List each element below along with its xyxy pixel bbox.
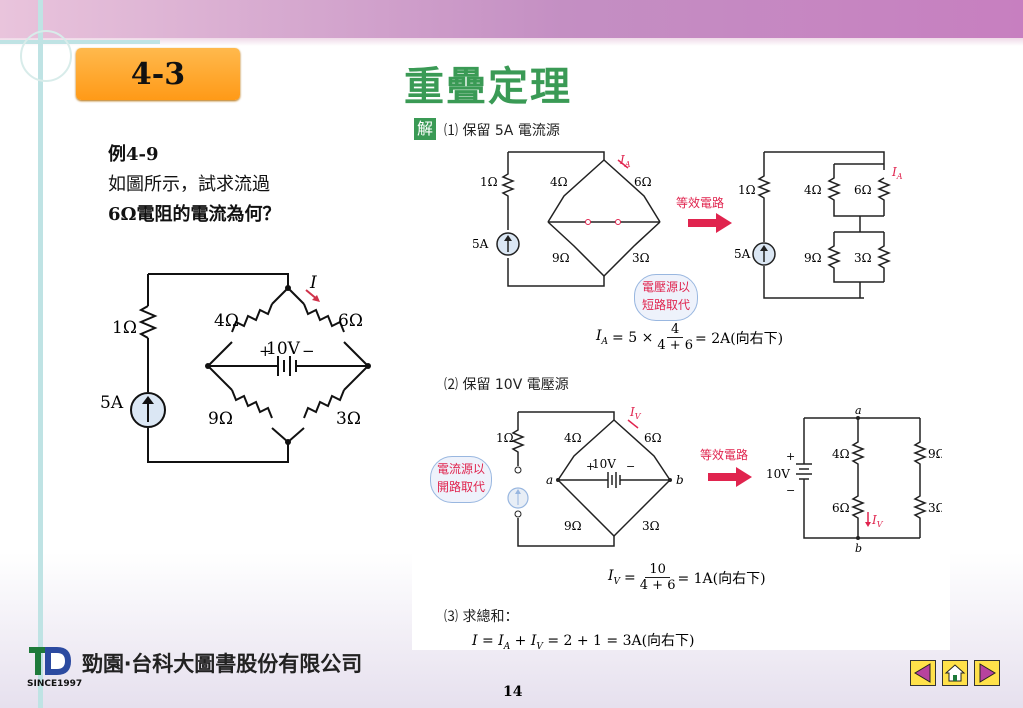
label-minus: −: [302, 342, 315, 360]
step1-equiv-circuit: 1Ω 4Ω 6Ω 9Ω 3Ω 5A IA: [734, 151, 903, 299]
equiv-arrow-1: [688, 213, 732, 233]
s1-label-6ohm: 6Ω: [634, 175, 652, 189]
s2-label-minus: −: [626, 460, 635, 473]
s2e-label-b: b: [855, 542, 862, 555]
equiv-label-1: 等效電路: [676, 196, 725, 210]
solution-badge: 解: [414, 118, 436, 140]
s2-label-b: b: [676, 473, 684, 487]
step2-circuit: 1Ω 4Ω 6Ω 9Ω 3Ω 10V + − a b IV: [496, 406, 684, 547]
home-icon: [944, 664, 966, 682]
equation-2: IV = 10 4 + 6 = 1A(向右下): [608, 562, 766, 593]
s2e-label-3ohm: 3Ω: [928, 501, 942, 515]
s1-label-3ohm: 3Ω: [632, 251, 650, 265]
s1e-label-4ohm: 4Ω: [804, 183, 822, 197]
s1e-label-ia: IA: [891, 165, 903, 181]
s1-label-4ohm: 4Ω: [550, 175, 568, 189]
main-circuit: 1Ω 4Ω 6Ω 9Ω 3Ω 5A 10V + − I: [100, 273, 371, 463]
s1e-label-6ohm: 6Ω: [854, 183, 872, 197]
label-10v: 10V: [266, 339, 301, 359]
step2-equiv-circuit: a b 4Ω 6Ω 9Ω 3Ω 10V + − IV: [766, 406, 942, 555]
equiv-arrow-2: [708, 467, 752, 487]
label-3ohm: 3Ω: [336, 409, 361, 429]
s1-label-5a: 5A: [472, 237, 489, 251]
label-1ohm: 1Ω: [112, 318, 137, 338]
decor-horizontal-line: [0, 40, 160, 44]
step1-circuit: 1Ω 4Ω 6Ω 9Ω 3Ω 5A IA: [472, 151, 661, 287]
s2e-label-iv: IV: [871, 513, 884, 529]
page-number: 14: [503, 684, 523, 700]
s2-label-4ohm: 4Ω: [564, 431, 582, 445]
s2-label-plus: +: [586, 460, 595, 473]
label-plus: +: [259, 342, 272, 360]
s2-label-6ohm: 6Ω: [644, 431, 662, 445]
publisher-name: 勁園‧台科大圖書股份有限公司: [82, 652, 363, 676]
home-button[interactable]: [942, 660, 968, 686]
label-5a: 5A: [100, 393, 124, 413]
s2e-label-4ohm: 4Ω: [832, 447, 850, 461]
decor-ring: [20, 30, 72, 82]
section-number: 4-3: [130, 56, 186, 92]
solution-panel: 解 ⑴ 保留 5A 電流源 1Ω 4Ω 6Ω 9Ω 3Ω 5A IA 電壓源以 …: [412, 116, 950, 652]
section-badge: 4-3: [76, 48, 240, 100]
triangle-right-icon: [979, 663, 996, 683]
publisher-logo: [29, 647, 71, 675]
s1-label-1ohm: 1Ω: [480, 175, 498, 189]
triangle-left-icon: [914, 663, 931, 683]
problem-line-1: 如圖所示，試求流過: [108, 174, 270, 195]
s2-label-10v: 10V: [592, 457, 616, 471]
s2e-label-6ohm: 6Ω: [832, 501, 850, 515]
header-band: [0, 0, 1023, 38]
s2-label-3ohm: 3Ω: [642, 519, 660, 533]
s2e-label-minus: −: [786, 484, 795, 497]
s1e-label-3ohm: 3Ω: [854, 251, 872, 265]
label-6ohm: 6Ω: [338, 311, 363, 331]
label-current-i: I: [309, 273, 317, 293]
cloud-step2: 電流源以 開路取代: [430, 456, 492, 503]
s2e-label-plus: +: [786, 450, 795, 463]
s2-label-iv: IV: [629, 406, 642, 421]
s2-label-a: a: [546, 473, 553, 487]
header-fade: [0, 38, 1023, 46]
s1e-label-5a: 5A: [734, 247, 751, 261]
page-title: 重疊定理: [404, 64, 572, 110]
next-button[interactable]: [974, 660, 1000, 686]
equation-1: IA = 5 × 4 4 + 6 = 2A(向右下): [596, 322, 784, 353]
since-year: SINCE1997: [27, 679, 83, 689]
label-4ohm: 4Ω: [214, 311, 239, 331]
prev-button[interactable]: [910, 660, 936, 686]
s1e-label-1ohm: 1Ω: [738, 183, 756, 197]
s2-label-9ohm: 9Ω: [564, 519, 582, 533]
step-1: ⑴ 保留 5A 電流源: [444, 123, 560, 139]
label-9ohm: 9Ω: [208, 409, 233, 429]
problem-label: 例4-9: [108, 144, 159, 165]
problem-statement: 例4-9 如圖所示，試求流過 6Ω電阻的電流為何？: [108, 140, 281, 230]
step-2: ⑵ 保留 10V 電壓源: [444, 377, 569, 393]
s1-label-9ohm: 9Ω: [552, 251, 570, 265]
decor-vertical-line: [38, 0, 43, 708]
s2e-label-9ohm: 9Ω: [928, 447, 942, 461]
s2-label-1ohm: 1Ω: [496, 431, 514, 445]
s1e-label-9ohm: 9Ω: [804, 251, 822, 265]
step-3: ⑶ 求總和：: [444, 609, 519, 625]
s2e-label-a: a: [855, 406, 862, 417]
s1-label-ia: IA: [619, 153, 631, 169]
s2e-label-10v: 10V: [766, 467, 790, 481]
equation-3: I = IA + IV = 2 + 1 = 3A(向右下): [472, 633, 695, 652]
problem-line-2: 6Ω電阻的電流為何？: [108, 204, 281, 225]
equiv-label-2: 等效電路: [700, 448, 749, 462]
cloud-step1: 電壓源以 短路取代: [634, 274, 698, 321]
